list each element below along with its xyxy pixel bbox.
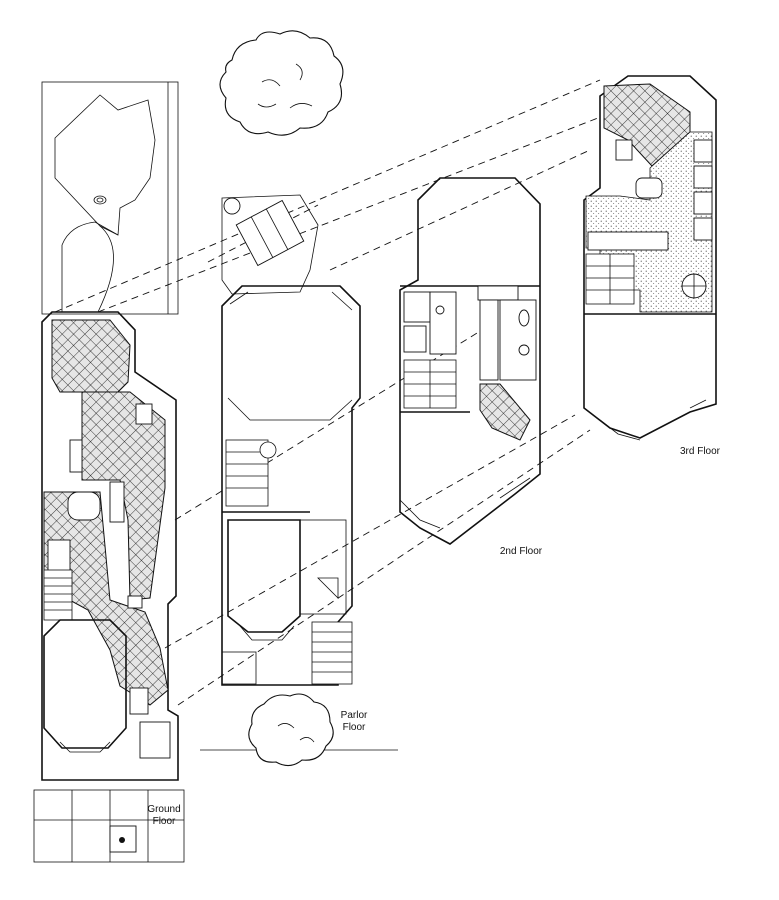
tree-symbol-top	[219, 30, 344, 136]
third-floor-label: 3rd Floor	[679, 446, 720, 457]
ground-floor-label: Ground Floor	[140, 804, 188, 828]
parlor-floor-label-line1: Parlor	[340, 710, 368, 721]
tree-symbol-bottom	[248, 693, 334, 767]
parlor-floor-label-line2: Floor	[342, 722, 366, 733]
parlor-floor-plan	[200, 194, 398, 751]
second-floor-label: 2nd Floor	[499, 546, 543, 557]
ground-floor-label-line2: Floor	[152, 816, 176, 827]
ground-floor-label-line1: Ground	[147, 804, 181, 815]
ground-floor-plan	[33, 81, 185, 863]
parlor-floor-label: Parlor Floor	[334, 710, 374, 734]
third-floor-plan	[583, 75, 717, 441]
second-floor-plan	[399, 177, 541, 545]
